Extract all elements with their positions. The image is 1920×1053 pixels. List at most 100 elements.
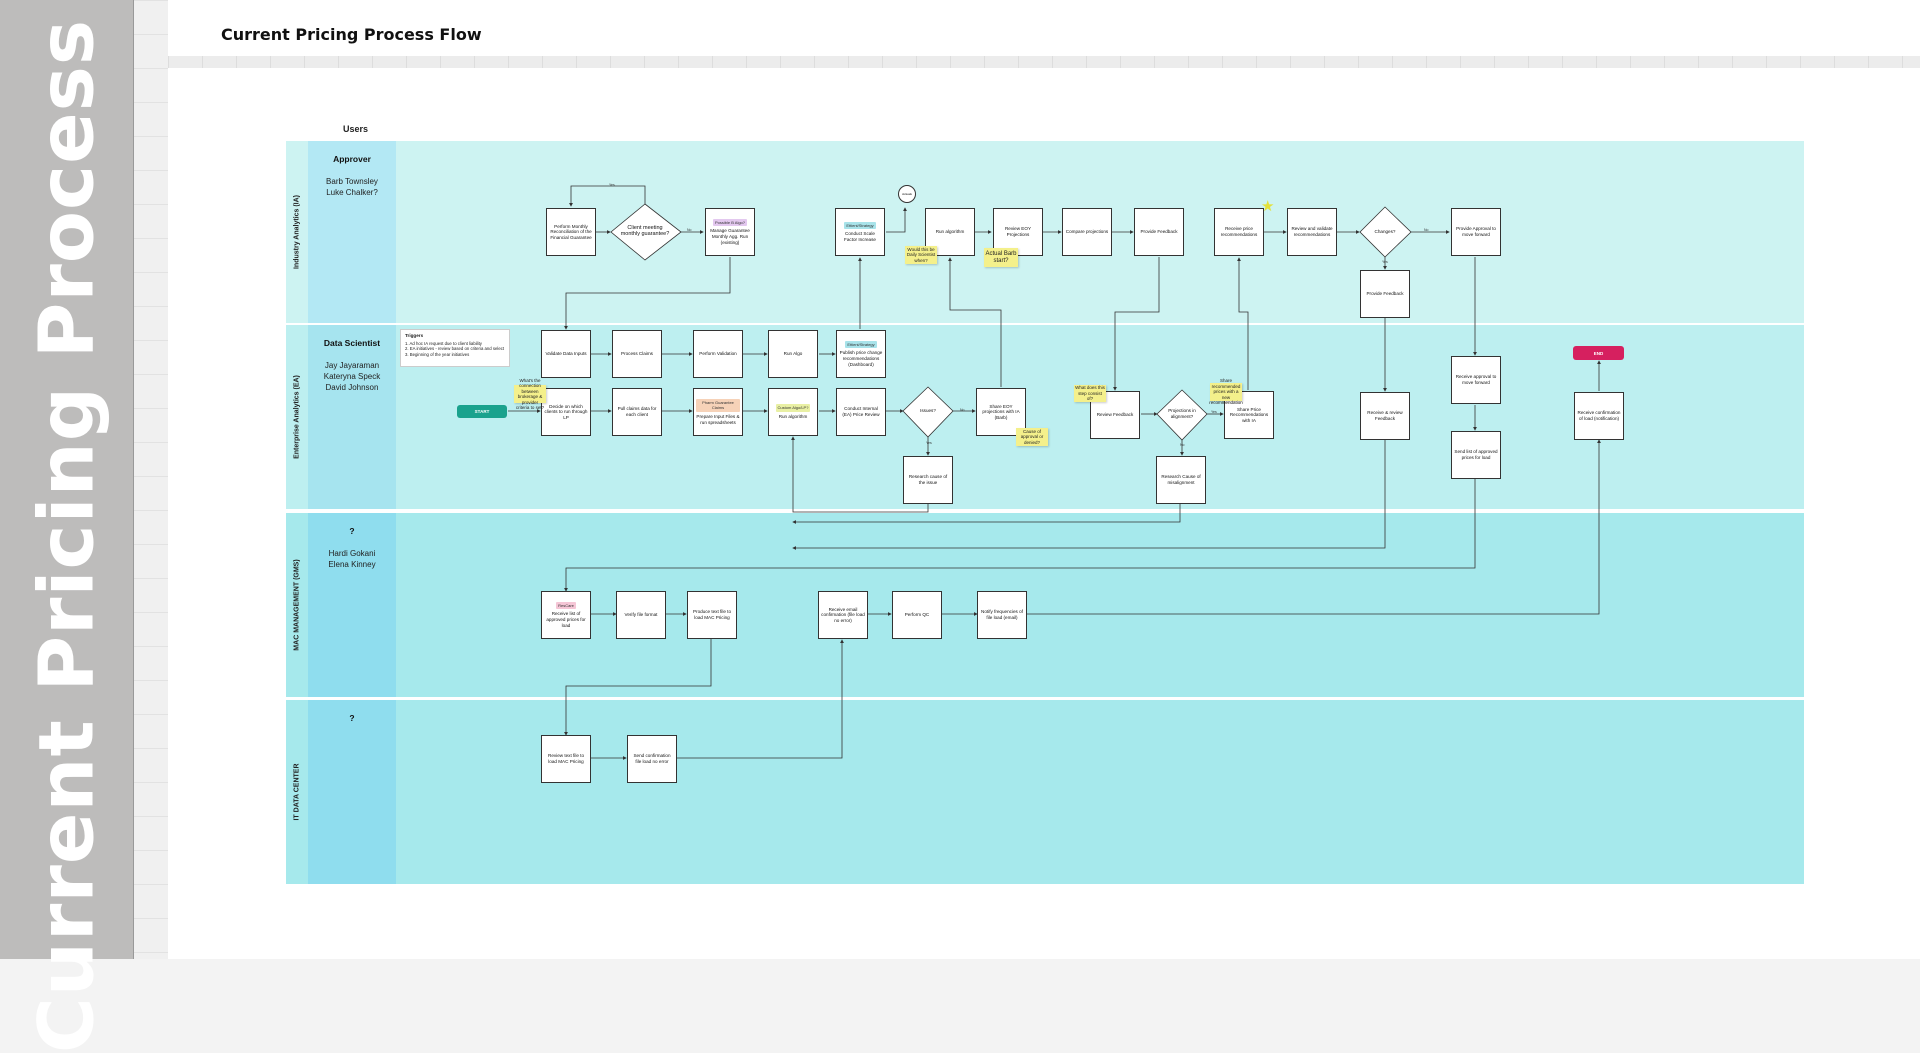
step-perform-qc: Perform QC (892, 591, 942, 639)
lane-mac-management: MAC MANAGEMENT (GMS) ? Hardi Gokani Elen… (286, 513, 1804, 697)
step-text: Receive confirmation of load (notificati… (1577, 410, 1621, 421)
sticky-note: Actual Barb start? (984, 248, 1018, 267)
lane-body (396, 513, 1804, 697)
step-text: Receive approval to move forward (1455, 374, 1497, 385)
step-text: Perform Validation (699, 351, 737, 357)
step-manage-guarantee: Possible B Algo?Manage Guarantee Monthly… (705, 208, 755, 256)
lane-role: Data Scientist Jay Jayaraman Kateryna Sp… (308, 325, 396, 509)
step-tag: Custom Algo/LP? (775, 404, 811, 412)
step-conduct-review: Conduct Internal (EA) Price Review (836, 388, 886, 436)
person-name: Elena Kinney (328, 560, 376, 569)
step-tag: Possible B Algo? (712, 218, 748, 227)
step-text: Conduct Scale Factor Increase (844, 231, 876, 242)
step-tag: ResCare (556, 601, 576, 610)
users-label: Users (343, 124, 369, 134)
step-text: Provide Feedback (1366, 291, 1404, 297)
step-produce-file: Produce text file to load MAC Pricing (687, 591, 737, 639)
lane-name-label: MAC MANAGEMENT (GMS) (293, 559, 301, 651)
sticky-note: Would this be Daily Scientist when? (905, 246, 937, 264)
step-tag: Pharm Guarantee Claims (696, 398, 740, 412)
trigger-item: 2. EA initiatives - review based on crit… (405, 346, 505, 351)
trigger-item: 3. Beginning of the year initiatives (405, 351, 470, 357)
star-icon: ★ (1261, 198, 1275, 215)
step-research-misalignment: Research Cause of misalignment (1156, 456, 1206, 504)
step-text: Decide on which clients to run through L… (544, 403, 588, 420)
step-tag: Ettient/Strategy (844, 221, 876, 230)
step-text: Review EOY Projections (1004, 226, 1032, 237)
step-send-list: Send list of approved prices for load (1451, 431, 1501, 479)
lane-name-label: Enterprise Analytics (EA) (293, 375, 301, 459)
lane-industry-analytics: Industry Analytics (IA) Approver Barb To… (286, 141, 1804, 323)
person-name: Luke Chalker? (326, 188, 378, 197)
step-research-issue: Research cause of the issue (903, 456, 953, 504)
issues-label: Issues? (920, 408, 936, 414)
step-pull-data: Pull claims data for each client (612, 388, 662, 436)
page-title: Current Pricing Process Flow (221, 25, 482, 44)
role-title: Approver (333, 154, 371, 164)
projections-label: Projections in alignment? (1168, 408, 1196, 419)
step-text: Verify file format (624, 612, 658, 618)
step-text: Publish price change recommendations (Da… (839, 350, 883, 367)
person-name: Hardi Gokani (328, 549, 376, 558)
step-text: Receive list of approved prices for load (546, 611, 586, 628)
step-tag: Ettient/Strategy (845, 340, 877, 349)
actuals-node: Actuals (898, 185, 916, 203)
sticky-note: Share recommended prices with a new reco… (1209, 378, 1243, 405)
branch-yes-label: Yes (609, 183, 615, 187)
step-text: Provide Approval to move forward (1456, 226, 1496, 237)
step-receive-approval: Receive approval to move forward (1451, 356, 1501, 404)
step-receive-confirmation: Receive confirmation of load (notificati… (1574, 392, 1624, 440)
header-strip (168, 56, 1920, 68)
sticky-note: Cause of approval or denied? (1016, 428, 1048, 446)
sticky-note: What does this step consist of? (1074, 385, 1106, 402)
step-receive-review: Receive & review Feedback (1360, 392, 1410, 440)
person-name: Barb Townsley (326, 177, 378, 186)
role-title: ? (349, 713, 355, 723)
changes-label: Changes? (1374, 229, 1396, 235)
step-text: Receive & review Feedback (1367, 410, 1403, 421)
step-text: Run Algo (783, 351, 803, 357)
lane-name-label: Industry Analytics (IA) (293, 194, 301, 270)
step-text: Perform QC (904, 612, 930, 618)
step-text: Research Cause of misalignment (1161, 474, 1201, 485)
step-verify-format: Verify file format (616, 591, 666, 639)
triggers-title: Triggers (405, 333, 424, 338)
step-text: Provide Feedback (1140, 229, 1178, 235)
step-text: Run algorithm (778, 414, 808, 419)
lane-role: ? Hardi Gokani Elena Kinney (308, 513, 396, 697)
step-notify: Notify frequencies of file load (email) (977, 591, 1027, 639)
sticky-note: What's the connection between brokerage … (514, 378, 546, 410)
step-text: Research cause of the issue (908, 474, 948, 485)
step-text: Prepare Input Files & run spreadsheets (696, 414, 740, 425)
step-run-algo: Run Algo (768, 330, 818, 378)
lane-name: IT DATA CENTER (286, 700, 308, 884)
role-title: ? (349, 526, 355, 536)
role-title: Data Scientist (323, 338, 381, 348)
step-compare-projections: Compare projections (1062, 208, 1112, 256)
step-text: Review Feedback (1096, 412, 1134, 418)
step-provide-approval: Provide Approval to move forward (1451, 208, 1501, 256)
lane-name: Enterprise Analytics (EA) (286, 325, 308, 509)
step-share-price: Share Price Recommendations with IA (1224, 391, 1274, 439)
step-text: Run algorithm (935, 229, 965, 235)
side-banner: Current Pricing Process Flow (0, 0, 134, 1053)
lane-role: Approver Barb Townsley Luke Chalker? (308, 141, 396, 323)
person-name: David Johnson (325, 383, 379, 392)
left-gutter (134, 0, 168, 959)
person-name: Kateryna Speck (323, 372, 381, 381)
step-provide-feedback-2: Provide Feedback (1360, 270, 1410, 318)
step-run-algorithm-ea: Custom Algo/LP? Run algorithm (768, 388, 818, 436)
step-receive-recommendations: Receive price recommendations (1214, 208, 1264, 256)
step-receive-email: Receive email confirmation (file load no… (818, 591, 868, 639)
step-text: Share EOY projections with IA (Barb) (982, 403, 1020, 420)
end-node: END (1573, 346, 1624, 360)
step-text: Produce text file to load MAC Pricing (692, 609, 732, 620)
lane-it-data-center: IT DATA CENTER ? (286, 700, 1804, 884)
branch-yes-label: Yes (926, 441, 932, 445)
triggers-note: Triggers 1. Ad hoc IA request due to cli… (400, 329, 510, 367)
step-review-validate: Review and validate recommendations (1287, 208, 1337, 256)
